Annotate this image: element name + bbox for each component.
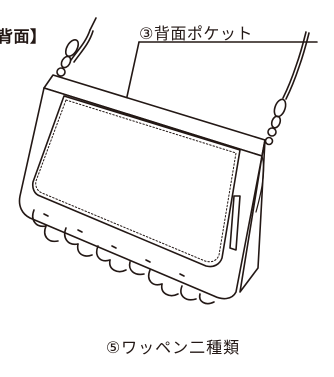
callout-label-back-pocket: ③背面ポケット [139, 24, 253, 43]
side-zip-tab [229, 195, 241, 251]
right-strap [282, 31, 310, 100]
back-pocket [31, 95, 241, 268]
left-strap [70, 17, 97, 63]
bottom-tabs [31, 209, 215, 305]
caption-patch-types: ⑤ワッペン二種類 [105, 338, 241, 357]
right-clasp [264, 98, 287, 146]
pouch-end-panel [239, 139, 266, 293]
section-label: 背面】 [0, 27, 47, 46]
